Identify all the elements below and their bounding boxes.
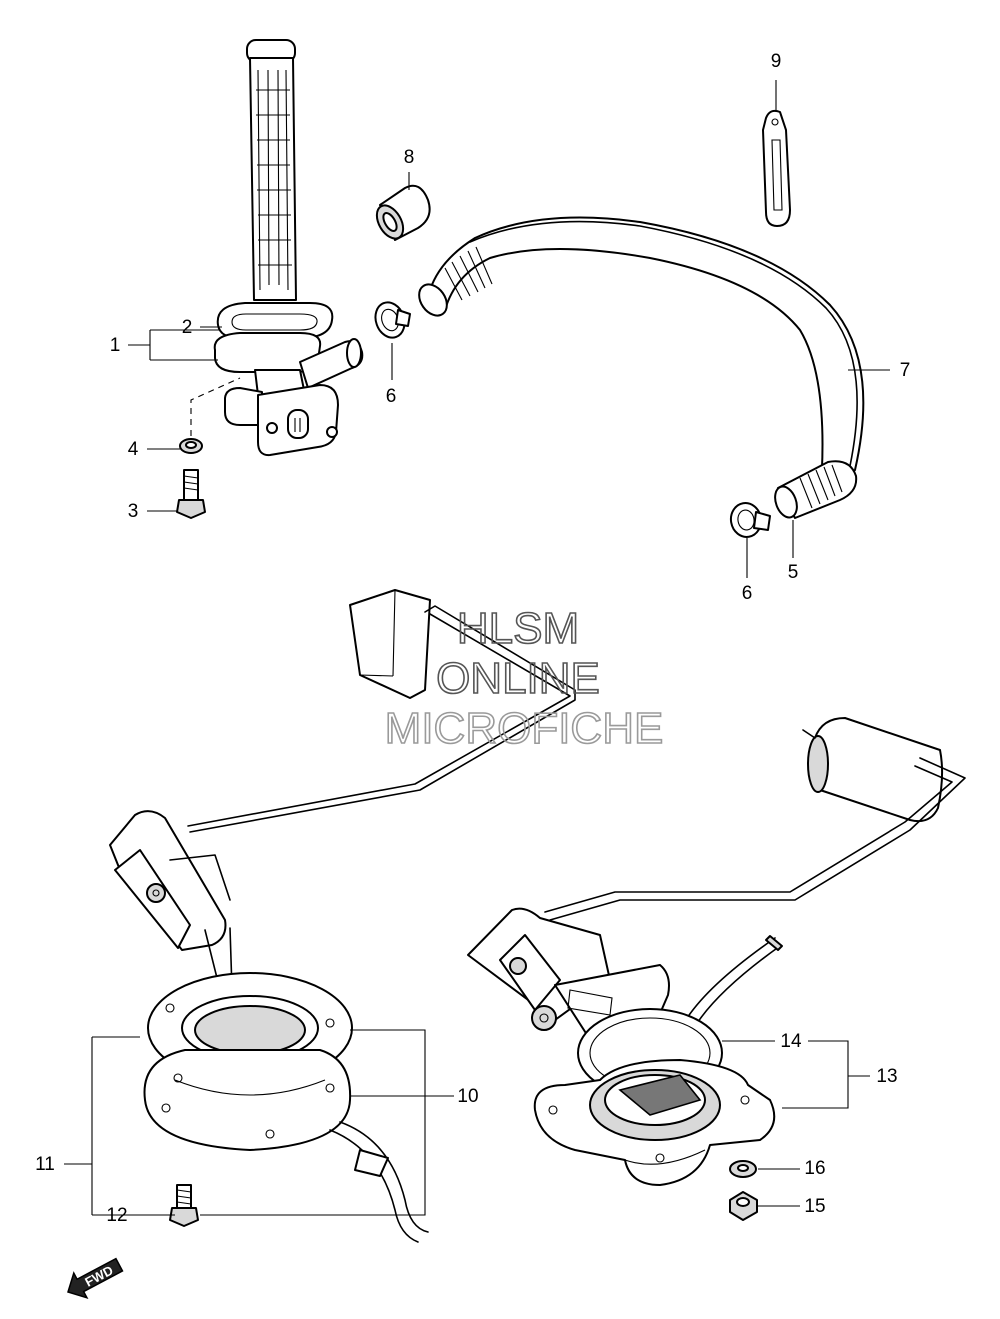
callout-3: 3 xyxy=(128,501,139,522)
callout-8: 8 xyxy=(404,147,415,168)
forward-arrow-icon xyxy=(67,1257,124,1300)
callout-6-upper: 6 xyxy=(386,386,397,407)
callout-11: 11 xyxy=(35,1154,55,1175)
callout-6-lower: 6 xyxy=(742,583,753,604)
callout-1: 1 xyxy=(110,335,121,356)
watermark: HLSM ONLINE MICROFICHE xyxy=(384,603,664,754)
hose-clamp-6a xyxy=(374,301,411,339)
fuel-hose-7 xyxy=(418,216,865,519)
callout-13: 13 xyxy=(876,1066,897,1087)
callout-16: 16 xyxy=(804,1158,825,1179)
callout-9: 9 xyxy=(771,51,782,72)
callout-12: 12 xyxy=(106,1205,127,1226)
callout-5: 5 xyxy=(788,562,799,583)
washer-4 xyxy=(179,438,203,454)
bolt-3 xyxy=(176,469,206,519)
watermark-line-3: MICROFICHE xyxy=(385,704,664,753)
callout-2: 2 xyxy=(182,317,193,338)
clip-9 xyxy=(762,109,791,227)
watermark-line-2: ONLINE xyxy=(436,654,600,703)
callout-4: 4 xyxy=(128,439,139,460)
callout-7: 7 xyxy=(900,360,911,381)
bolt-12 xyxy=(169,1184,199,1227)
nut-15 xyxy=(729,1191,758,1221)
washer-16 xyxy=(729,1160,757,1178)
fuel-gauge-sender-10 xyxy=(109,589,576,1243)
callout-14: 14 xyxy=(780,1031,802,1052)
watermark-line-1: HLSM xyxy=(457,604,579,653)
leader-lines xyxy=(64,80,890,1216)
fuel-level-sender-13 xyxy=(467,717,966,1186)
callout-15: 15 xyxy=(804,1196,825,1217)
callout-10: 10 xyxy=(457,1086,478,1107)
hose-clamp-6b xyxy=(729,502,771,538)
fwd-label: FWD xyxy=(82,1263,115,1290)
sleeve-8 xyxy=(375,184,431,241)
fuel-cock-assembly xyxy=(213,39,364,457)
fwd-badge: FWD xyxy=(67,1257,124,1300)
